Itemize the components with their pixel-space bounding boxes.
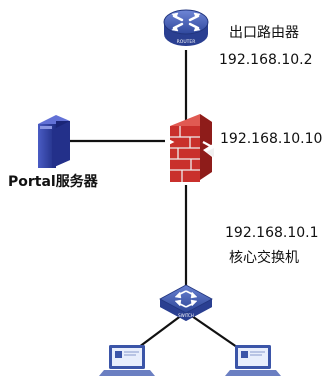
laptop-icon (225, 345, 281, 376)
router-icon-text: ROUTER (177, 39, 196, 45)
firewall-icon (159, 114, 216, 182)
switch-icon: SWITCH (159, 284, 213, 321)
firewall-ip-label: 192.168.10.10 (220, 131, 323, 147)
switch-icon-text: SWITCH (178, 313, 194, 318)
switch-ip-label: 192.168.10.1 (225, 225, 319, 241)
router-ip-label: 192.168.10.2 (219, 52, 313, 68)
links (70, 50, 251, 357)
portal-server-label: Portal服务器 (8, 174, 98, 190)
switch-name-label: 核心交换机 (229, 250, 299, 266)
router-name-label: 出口路由器 (229, 25, 299, 41)
server-icon (38, 115, 70, 168)
router-icon: ROUTER (163, 9, 209, 46)
laptop-icon (99, 345, 155, 376)
